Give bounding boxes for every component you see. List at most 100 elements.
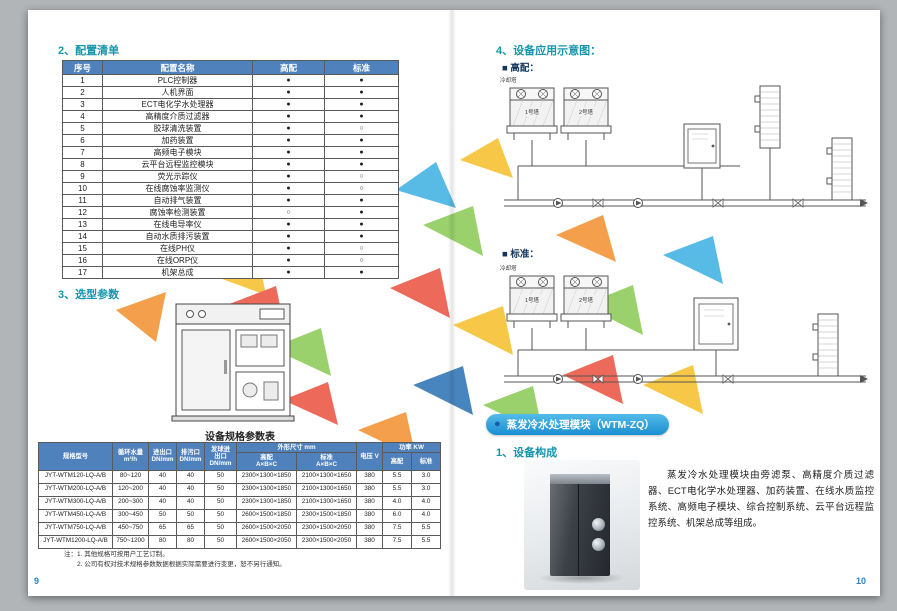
pump-symbol <box>633 374 643 384</box>
config-no: 2 <box>62 86 103 99</box>
h-volt: 电压 V <box>356 442 384 471</box>
config-name: 云平台远程监控模块 <box>102 158 253 171</box>
spec-drain: 40 <box>176 469 205 484</box>
config-row: 8 云平台远程监控模块 ● ● <box>62 158 399 171</box>
config-no: 1 <box>62 74 103 87</box>
page-right: 4、设备应用示意图： ■ 高配： 冷却塔 1号塔 <box>452 10 880 596</box>
config-name: 在线ORP仪 <box>102 254 253 267</box>
config-high-mark: ● <box>252 86 325 99</box>
col-high: 高配 <box>252 60 325 75</box>
pipe-line <box>517 140 740 200</box>
spec-pow-high: 6.0 <box>382 508 413 523</box>
spec-pow-std: 3.0 <box>411 469 442 484</box>
spec-dim-std: 2100×1300×1650 <box>295 495 358 510</box>
spec-row: JYT-WTM120-LQ-A/B 80~120 40 40 50 2300×1… <box>38 469 442 484</box>
spec-pow-std: 5.5 <box>411 521 442 536</box>
config-high-mark: ● <box>252 254 325 267</box>
flow-arrow <box>860 199 868 207</box>
config-no: 8 <box>62 158 103 171</box>
config-std-mark: ● <box>324 74 399 87</box>
pump-symbol <box>553 198 563 208</box>
spec-ball: 50 <box>204 469 237 484</box>
cabinet-port-1 <box>592 518 605 531</box>
spec-pow-high: 4.0 <box>382 495 413 510</box>
config-no: 3 <box>62 98 103 111</box>
h-inlet: 进出口 DN/mm <box>148 442 177 471</box>
spec-drain: 50 <box>176 508 205 523</box>
config-row: 16 在线ORP仪 ● ○ <box>62 254 399 267</box>
spec-dim-high: 2300×1300×1850 <box>236 482 297 497</box>
config-row: 4 高精度介质过滤器 ● ● <box>62 110 399 123</box>
spec-dim-high: 2600×1500×2050 <box>236 534 297 549</box>
spec-dim-high: 2600×1500×2050 <box>236 521 297 536</box>
config-name: 人机界面 <box>102 86 253 99</box>
section-config-title: 2、配置清单 <box>58 45 120 57</box>
config-high-mark: ● <box>252 74 325 87</box>
config-high-mark: ● <box>252 266 325 279</box>
section-composition-title: 1、设备构成 <box>496 447 558 459</box>
spec-dim-high: 2600×1500×1850 <box>236 508 297 523</box>
config-std-mark: ○ <box>324 242 399 255</box>
config-high-mark: ● <box>252 170 325 183</box>
spec-ball: 50 <box>204 521 237 536</box>
section-application-title: 4、设备应用示意图： <box>496 45 602 57</box>
h-pow-std: 标准 <box>411 452 442 471</box>
h-flow: 循环水量 m³/h <box>112 442 149 471</box>
spec-volt: 380 <box>356 495 384 510</box>
spec-inlet: 40 <box>148 482 177 497</box>
standard-config-diagram: 冷却塔 1号塔 <box>500 264 868 384</box>
pump-symbol <box>633 198 643 208</box>
pipe-run <box>504 199 866 207</box>
spec-dim-high: 2300×1300×1850 <box>236 469 297 484</box>
col-name: 配置名称 <box>102 60 253 75</box>
spec-volt: 380 <box>356 469 384 484</box>
config-no: 4 <box>62 110 103 123</box>
spec-pow-std: 4.0 <box>411 495 442 510</box>
h-dim-std: 标准 A×B×C <box>295 452 358 471</box>
config-name: PLC控制器 <box>102 74 253 87</box>
h-ball: 发球进 出口 DN/mm <box>204 442 237 471</box>
spec-dim-std: 2300×1500×1850 <box>295 508 358 523</box>
composition-description: 蒸发冷水处理模块由旁滤泵、高精度介质过滤器、ECT电化学水处理器、加药装置、在线… <box>648 470 874 529</box>
high-config-diagram: 冷却塔 1号塔 <box>500 76 868 208</box>
config-row: 13 在线电导率仪 ● ● <box>62 218 399 231</box>
valve-symbol <box>712 198 724 208</box>
config-name: 在线电导率仪 <box>102 218 253 231</box>
config-row: 1 PLC控制器 ● ● <box>62 74 399 87</box>
valve-symbol <box>722 374 734 384</box>
config-no: 9 <box>62 170 103 183</box>
spec-table: 规格型号 循环水量 m³/h 进出口 DN/mm 排污口 DN/mm 发球进 出… <box>38 441 442 549</box>
high-config-label: ■ 高配： <box>502 63 539 74</box>
config-row: 6 加药装置 ● ● <box>62 134 399 147</box>
h-dim-high: 高配 A×B×C <box>236 452 297 471</box>
spec-model: JYT-WTM120-LQ-A/B <box>38 469 113 484</box>
water-treatment-cabinet <box>693 297 739 351</box>
spec-volt: 380 <box>356 508 384 523</box>
spec-pow-high: 7.5 <box>382 534 413 549</box>
flow-arrow <box>860 375 868 383</box>
h-drain: 排污口 DN/mm <box>176 442 205 471</box>
page-left: 2、配置清单 序号 配置名称 高配 标准 1 PLC控制器 ● ● <box>28 10 452 596</box>
spec-dim-std: 2300×1500×2050 <box>295 534 358 549</box>
h-power: 功率 KW <box>382 441 442 454</box>
spec-dim-high: 2300×1300×1850 <box>236 495 297 510</box>
spec-dim-std: 2100×1300×1650 <box>295 469 358 484</box>
spec-flow: 200~300 <box>112 495 149 510</box>
spec-row: JYT-WTM750-LQ-A/B 450~750 65 65 50 2600×… <box>38 521 442 536</box>
config-name: 高精度介质过滤器 <box>102 110 253 123</box>
spec-pow-std: 5.5 <box>411 534 442 549</box>
spec-ball: 50 <box>204 495 237 510</box>
banner-bullet: ● <box>494 418 501 430</box>
config-high-mark: ● <box>252 242 325 255</box>
config-row: 14 自动水质排污装置 ● ● <box>62 230 399 243</box>
spec-dim-std: 2300×1500×2050 <box>295 521 358 536</box>
cabinet-port-2 <box>592 538 605 551</box>
config-no: 10 <box>62 182 103 195</box>
valve-symbol <box>792 198 804 208</box>
config-row: 3 ECT电化学水处理器 ● ● <box>62 98 399 111</box>
spec-header-row-1: 规格型号 循环水量 m³/h 进出口 DN/mm 排污口 DN/mm 发球进 出… <box>38 441 442 471</box>
config-std-mark: ● <box>324 206 399 219</box>
spec-model: JYT-WTM450-LQ-A/B <box>38 508 113 523</box>
page-number-left: 9 <box>34 576 40 586</box>
config-name: 加药装置 <box>102 134 253 147</box>
